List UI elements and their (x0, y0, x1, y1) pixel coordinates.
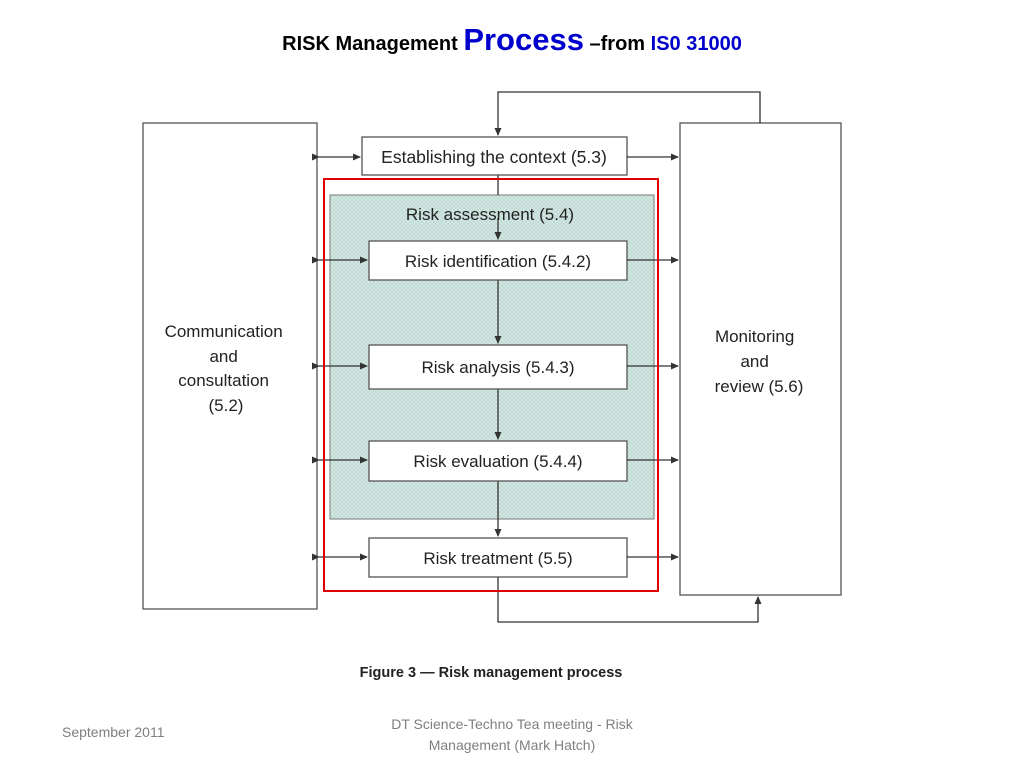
risk-evaluation-label: Risk evaluation (5.4.4) (413, 452, 582, 471)
title-text-standard: IS0 31000 (650, 33, 742, 55)
communication-line-1: Communication (165, 322, 283, 341)
footer-date: September 2011 (62, 724, 165, 740)
monitoring-line-3: review (5.6) (715, 377, 804, 396)
footer-event: DT Science-Techno Tea meeting - Risk Man… (352, 714, 672, 756)
slide-title: RISK Management Process –from IS0 31000 (0, 22, 1024, 58)
establishing-context-box (361, 136, 628, 176)
risk-assessment-label: Risk assessment (5.4) (406, 205, 574, 224)
communication-label: Communication and consultation (5.2) (165, 322, 288, 415)
risk-treatment-box (368, 537, 628, 578)
monitoring-label: Monitoring and review (5.6) (715, 327, 804, 396)
monitoring-line-1: Monitoring (715, 327, 794, 346)
monitoring-review-box (679, 122, 842, 596)
establishing-context-label: Establishing the context (5.3) (381, 147, 607, 167)
risk-treatment-label: Risk treatment (5.5) (423, 549, 572, 568)
monitoring-line-2: and (740, 352, 768, 371)
footer-event-line-1: DT Science-Techno Tea meeting - Risk (391, 716, 633, 732)
feedback-loop-bottom (497, 577, 762, 623)
communication-line-2: and (209, 347, 237, 366)
communication-line-4: (5.2) (209, 396, 244, 415)
risk-analysis-box (368, 344, 628, 390)
figure-caption: Figure 3 — Risk management process (360, 665, 623, 681)
highlight-frame (323, 178, 659, 592)
risk-evaluation-box (368, 440, 628, 482)
footer-event-line-2: Management (Mark Hatch) (428, 737, 596, 753)
risk-analysis-label: Risk analysis (5.4.3) (421, 358, 574, 377)
risk-identification-box (368, 240, 628, 281)
title-text-part1: RISK Management (282, 33, 464, 55)
risk-identification-label: Risk identification (5.4.2) (405, 252, 591, 271)
feedback-loop-top (494, 91, 761, 136)
title-text-process: Process (463, 22, 584, 57)
title-text-from: –from (583, 33, 651, 55)
communication-consultation-box (142, 122, 318, 610)
communication-line-3: consultation (178, 371, 269, 390)
